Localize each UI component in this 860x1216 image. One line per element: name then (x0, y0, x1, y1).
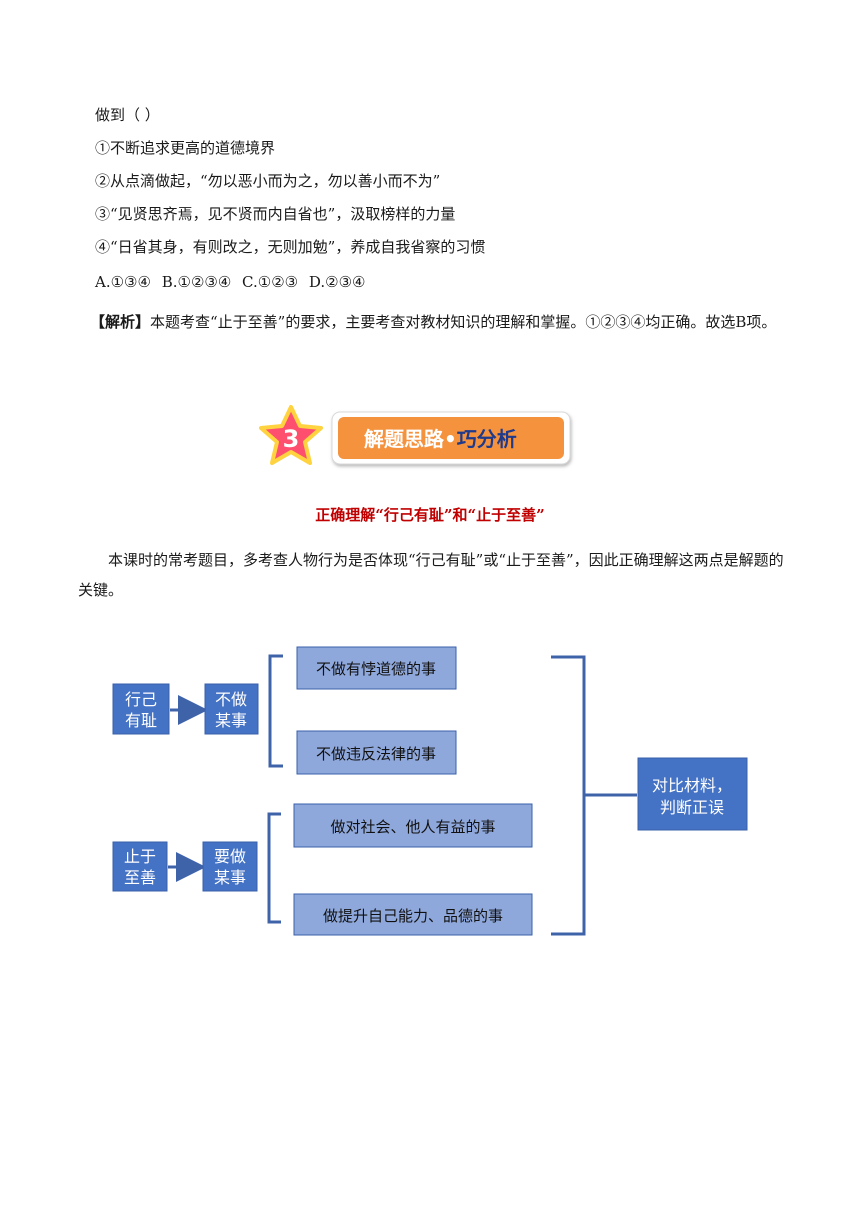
bracket-bottom (267, 812, 281, 924)
item-no-illegal-text: 不做违反法律的事 (316, 745, 436, 763)
star-icon (259, 405, 323, 465)
node-result (637, 757, 748, 831)
option-3: ③“见贤思齐焉，见不贤而内自省也”，汲取榜样的力量 (95, 205, 456, 223)
option-4: ④“日省其身，有则改之，无则加勉”，养成自我省察的习惯 (95, 238, 486, 256)
item-self-improve-text: 做提升自己能力、品德的事 (323, 907, 503, 925)
node-zhi-yu-zhi-shan (112, 841, 168, 892)
banner-title-part2: 巧分析 (457, 427, 517, 451)
item-no-immoral-text: 不做有悖道德的事 (316, 660, 436, 678)
node-xing-ji-you-chi (112, 683, 170, 735)
bracket-top (268, 654, 283, 768)
node-zhi-yu-zhi-shan-line1: 止于 (124, 847, 156, 866)
answer-choices: A.①③④ B.①②③④ C.①②③ D.②③④ (95, 273, 366, 291)
node-xing-ji-you-chi-line2: 有耻 (125, 711, 157, 730)
item-benefit-society (293, 803, 533, 848)
item-no-immoral (296, 646, 457, 690)
item-benefit-society-text: 做对社会、他人有益的事 (330, 818, 495, 836)
svg-text:解题思路•巧分析: 解题思路•巧分析 (364, 427, 517, 451)
banner-title-part1: 解题思路 (364, 427, 445, 451)
banner-number: 3 (283, 425, 300, 453)
concept-diagram: 行己 有耻 不做 某事 不做有悖道德的事 不做违反法律的事 止于 至善 要做 某… (112, 646, 748, 936)
node-bu-zuo-mou-shi-line1: 不做 (215, 690, 247, 709)
analysis-block: 【解析】本题考查“止于至善”的要求，主要考查对教材知识的理解和掌握。①②③④均正… (90, 305, 790, 339)
item-no-illegal (296, 730, 457, 775)
node-bu-zuo-mou-shi (204, 683, 259, 735)
node-yao-zuo-mou-shi (202, 841, 258, 892)
node-result-line1: 对比材料， (652, 776, 732, 795)
banner-title-dot: • (444, 427, 457, 451)
analysis-tag: 【解析】 (90, 313, 151, 331)
node-yao-zuo-mou-shi-line1: 要做 (214, 847, 246, 866)
analysis-text: 本题考查“止于至善”的要求，主要考查对教材知识的理解和掌握。①②③④均正确。故选… (150, 313, 777, 331)
node-yao-zuo-mou-shi-line2: 某事 (214, 868, 246, 887)
banner-bar (338, 417, 564, 459)
section-banner: 解题思路•巧分析 3 (259, 405, 571, 465)
node-result-line2: 判断正误 (660, 798, 724, 817)
option-2: ②从点滴做起，“勿以恶小而为之，勿以善小而不为” (95, 172, 441, 190)
question-stem-tail: 做到（ ） (95, 106, 160, 124)
node-bu-zuo-mou-shi-line2: 某事 (215, 711, 247, 730)
node-zhi-yu-zhi-shan-line2: 至善 (124, 868, 156, 887)
intro-paragraph: 本课时的常考题目，多考查人物行为是否体现“行己有耻”或“止于至善”，因此正确理解… (78, 551, 784, 599)
option-1: ①不断追求更高的道德境界 (95, 139, 276, 157)
item-self-improve (293, 893, 533, 936)
bracket-right (551, 655, 586, 936)
node-xing-ji-you-chi-line1: 行己 (125, 690, 157, 709)
section-subtitle: 正确理解“行己有耻”和“止于至善” (315, 506, 545, 524)
